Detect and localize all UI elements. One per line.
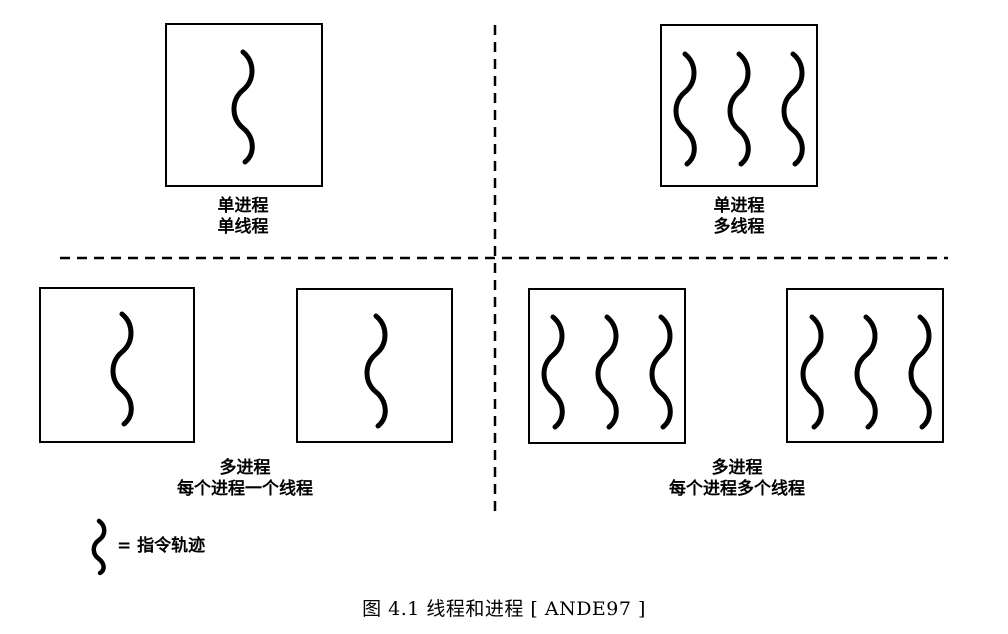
thread-trace-icon — [784, 54, 802, 164]
label-line-2: 单线程 — [217, 217, 269, 238]
label-line-1: 多进程 — [219, 458, 271, 478]
label-line-1: 单进程 — [217, 196, 269, 216]
label-line-1: 多进程 — [711, 458, 763, 478]
process-box-bottom-right-1 — [528, 288, 686, 444]
quadrant-label-bottom-right: 多进程 每个进程多个线程 — [669, 458, 805, 501]
process-box-bottom-left-2 — [296, 288, 453, 443]
thread-trace-icon — [598, 317, 616, 427]
process-box-top-left — [165, 23, 323, 187]
label-line-1: 单进程 — [713, 196, 765, 216]
process-box-bottom-left-1 — [39, 287, 195, 443]
thread-trace-icon — [544, 317, 562, 427]
label-line-2: 每个进程多个线程 — [669, 479, 805, 500]
process-box-top-right — [660, 24, 818, 187]
quadrant-label-bottom-left: 多进程 每个进程一个线程 — [177, 458, 313, 501]
thread-trace-icon — [113, 314, 131, 424]
wavy-line-icon — [91, 518, 107, 576]
thread-trace-icon — [234, 52, 252, 162]
legend-text: = 指令轨迹 — [117, 536, 206, 556]
label-line-2: 每个进程一个线程 — [177, 479, 313, 500]
thread-trace-icon — [911, 317, 929, 427]
quadrant-label-top-left: 单进程 单线程 — [218, 196, 269, 239]
process-box-bottom-right-2 — [786, 288, 944, 443]
thread-trace-icon — [857, 317, 875, 427]
thread-trace-icon — [652, 317, 670, 427]
thread-trace-icon — [730, 54, 748, 164]
quadrant-label-top-right: 单进程 多线程 — [714, 196, 765, 239]
thread-trace-icon — [367, 316, 385, 426]
thread-trace-icon — [803, 317, 821, 427]
label-line-2: 多线程 — [713, 217, 765, 238]
figure-caption: 图 4.1 线程和进程 [ ANDE97 ] — [362, 598, 646, 620]
thread-trace-icon — [676, 54, 694, 164]
